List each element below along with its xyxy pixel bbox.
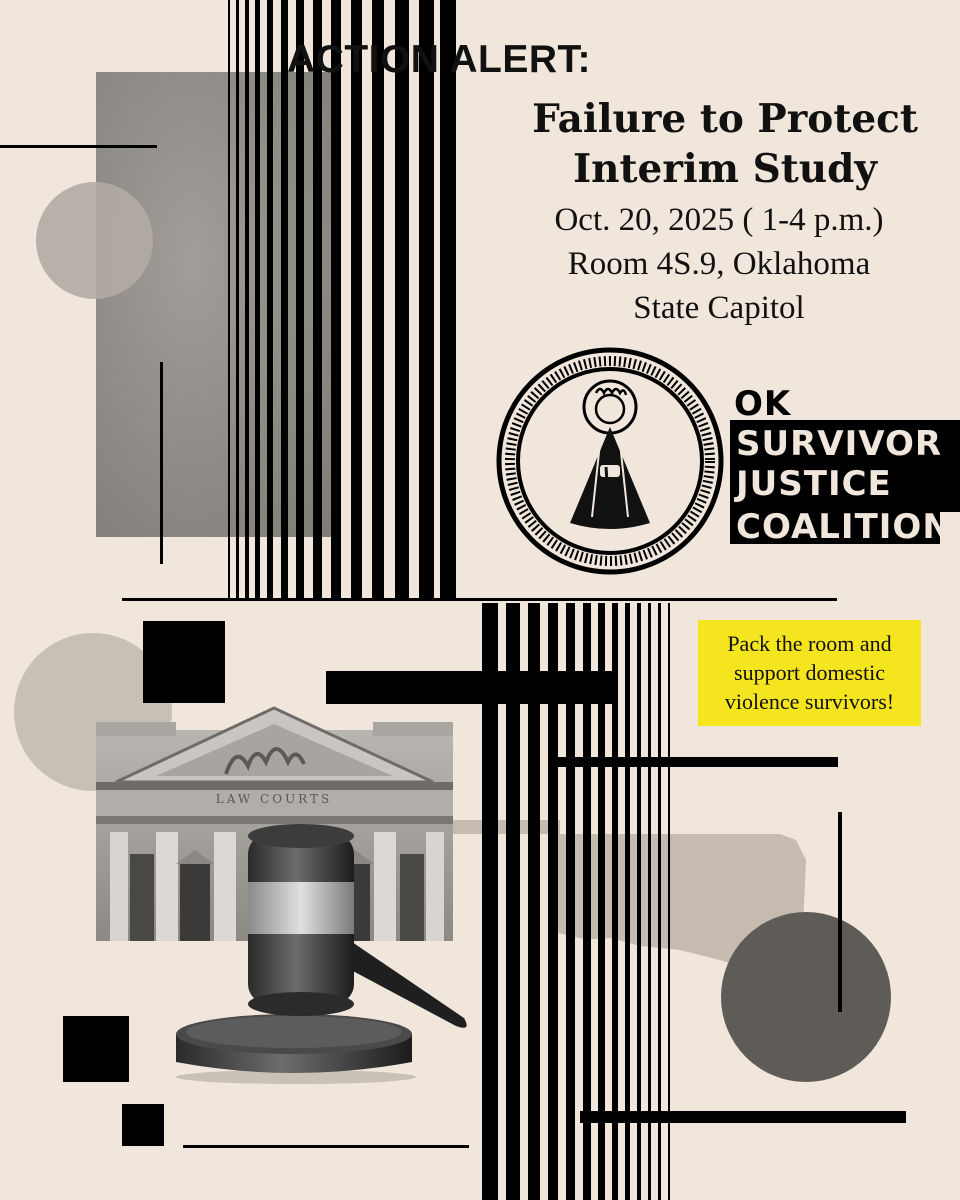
black-square xyxy=(63,1016,129,1082)
black-square xyxy=(122,1104,164,1146)
event-location: State Capitol xyxy=(633,290,805,326)
divider-line xyxy=(160,362,163,564)
divider-line xyxy=(183,1145,469,1148)
event-location: Room 4S.9, Oklahoma xyxy=(567,246,871,282)
call-to-action-box: Pack the room and support domestic viole… xyxy=(698,620,921,726)
divider-line xyxy=(0,145,157,148)
divider-line xyxy=(580,1111,906,1123)
study-title-line: Failure to Protect xyxy=(532,96,918,142)
stripes-graphic xyxy=(482,603,670,1200)
org-name-block: COALITION xyxy=(730,507,951,547)
divider-line xyxy=(122,598,837,601)
org-name-line: SURVIVOR xyxy=(736,424,943,464)
gavel-image xyxy=(176,824,467,1084)
divider-line xyxy=(551,757,838,767)
org-name-line: OK xyxy=(734,384,792,424)
black-square xyxy=(143,621,225,703)
stripes-graphic xyxy=(228,0,456,600)
alert-label: ACTION ALERT: xyxy=(286,38,592,81)
cta-line: support domestic xyxy=(734,660,885,685)
org-name-line: JUSTICE xyxy=(736,464,892,504)
event-details: Oct. 20, 2025 ( 1-4 p.m.) Room 4S.9, Okl… xyxy=(509,198,929,330)
oklahoma-map-shape xyxy=(440,820,806,990)
building-inscription: LAW COURTS xyxy=(215,792,333,806)
cta-line: Pack the room and xyxy=(727,631,892,656)
gray-circle xyxy=(36,182,153,299)
dark-gray-circle xyxy=(721,912,891,1082)
seal-logo xyxy=(496,347,724,575)
study-title-line: Interim Study xyxy=(572,146,878,192)
study-title: Failure to Protect Interim Study xyxy=(515,94,935,194)
org-name-block: SURVIVOR JUSTICE xyxy=(730,420,960,512)
event-date-time: Oct. 20, 2025 ( 1-4 p.m.) xyxy=(554,202,884,238)
cta-line: violence survivors! xyxy=(724,689,895,714)
divider-line xyxy=(838,812,842,1012)
org-name-line: COALITION xyxy=(736,507,952,547)
